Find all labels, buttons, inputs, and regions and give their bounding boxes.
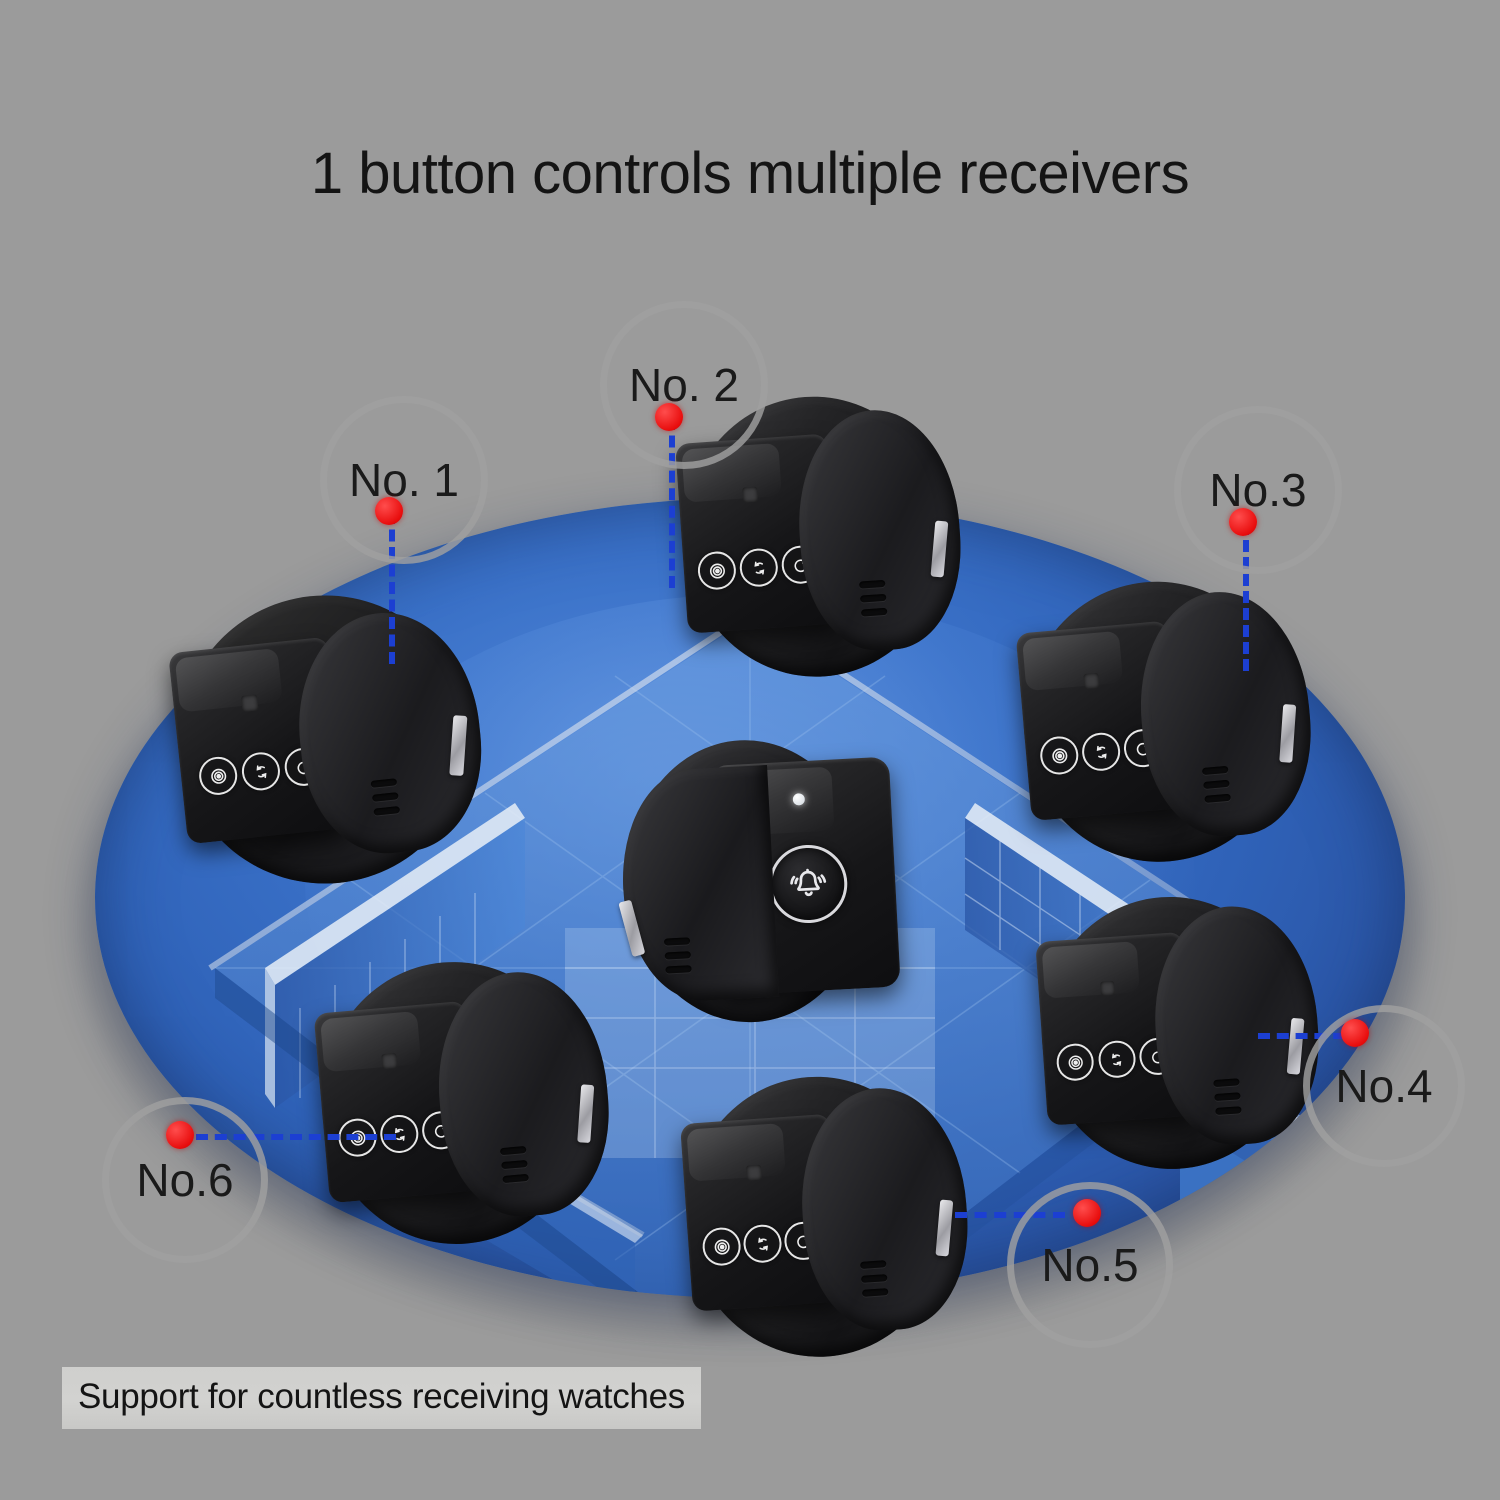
case-gloss bbox=[320, 1010, 422, 1073]
watch-strap bbox=[617, 765, 780, 1005]
strap-holes bbox=[1213, 1078, 1242, 1116]
callout-no2: No. 2 bbox=[600, 301, 768, 469]
callout-label: No.3 bbox=[1209, 464, 1307, 516]
receiver-watch-left[interactable] bbox=[135, 573, 504, 907]
callout-label: No. 1 bbox=[349, 454, 459, 506]
sync-swap-icon[interactable] bbox=[240, 750, 282, 793]
callout-line-no5 bbox=[955, 1212, 1065, 1218]
strap-holes bbox=[1201, 765, 1231, 803]
receiver-watch-right[interactable] bbox=[1011, 885, 1330, 1185]
callout-no4: No.4 bbox=[1303, 1005, 1465, 1167]
callout-label: No.5 bbox=[1041, 1239, 1139, 1291]
callout-dot-no2 bbox=[655, 403, 683, 431]
case-gloss bbox=[1041, 940, 1140, 999]
volume-target-icon[interactable] bbox=[701, 1226, 742, 1267]
volume-target-icon[interactable] bbox=[1055, 1042, 1095, 1082]
volume-target-icon[interactable] bbox=[197, 754, 240, 797]
strap-holes bbox=[663, 937, 692, 974]
strap-holes bbox=[860, 1260, 889, 1297]
callout-dot-no6 bbox=[166, 1121, 194, 1149]
case-gloss bbox=[1022, 630, 1124, 692]
sync-swap-icon[interactable] bbox=[738, 547, 780, 588]
callout-no3: No.3 bbox=[1174, 406, 1342, 574]
callout-dot-no5 bbox=[1073, 1199, 1101, 1227]
sensor-icon bbox=[1100, 980, 1116, 996]
receiver-watch-bottom-left[interactable] bbox=[288, 947, 622, 1263]
sensor-icon bbox=[381, 1052, 398, 1070]
page-title: 1 button controls multiple receivers bbox=[310, 141, 1190, 206]
sensor-icon bbox=[746, 1164, 763, 1181]
callout-no6: No.6 bbox=[102, 1097, 268, 1263]
sync-swap-icon[interactable] bbox=[378, 1113, 420, 1155]
callout-dot-no1 bbox=[375, 497, 403, 525]
strap-holes bbox=[370, 778, 401, 816]
callout-line-no2 bbox=[669, 418, 675, 588]
callout-label: No. 2 bbox=[629, 359, 739, 411]
volume-target-icon[interactable] bbox=[696, 550, 738, 591]
volume-target-icon[interactable] bbox=[1038, 734, 1080, 777]
callout-dot-no3 bbox=[1229, 508, 1257, 536]
sensor-icon bbox=[240, 694, 259, 712]
callout-line-no6 bbox=[196, 1134, 396, 1140]
receiver-watch-top-right[interactable] bbox=[988, 567, 1322, 883]
strap-holes bbox=[859, 579, 888, 617]
callout-line-no4 bbox=[1258, 1033, 1364, 1039]
case-gloss bbox=[175, 647, 283, 712]
sync-swap-icon[interactable] bbox=[1096, 1039, 1137, 1080]
callout-line-no3 bbox=[1243, 523, 1249, 671]
callout-line-no1 bbox=[389, 512, 395, 664]
bell-icon[interactable] bbox=[767, 843, 850, 925]
callout-label: No.6 bbox=[136, 1154, 234, 1206]
receiver-watch-top[interactable] bbox=[650, 385, 969, 695]
callout-dot-no4 bbox=[1341, 1019, 1369, 1047]
sensor-icon bbox=[742, 486, 759, 503]
case-gloss bbox=[686, 1122, 786, 1182]
callout-no5: No.5 bbox=[1007, 1182, 1173, 1348]
sensor-icon bbox=[1083, 672, 1100, 689]
caption-banner: Support for countless receiving watches bbox=[62, 1367, 701, 1429]
callout-no1: No. 1 bbox=[320, 396, 488, 564]
receiver-watch-bottom[interactable] bbox=[655, 1065, 975, 1375]
transmitter-watch[interactable] bbox=[608, 727, 933, 1033]
callout-label: No.4 bbox=[1335, 1060, 1433, 1112]
sync-swap-icon[interactable] bbox=[1080, 731, 1122, 773]
strap-holes bbox=[499, 1145, 529, 1184]
sync-swap-icon[interactable] bbox=[742, 1223, 783, 1264]
